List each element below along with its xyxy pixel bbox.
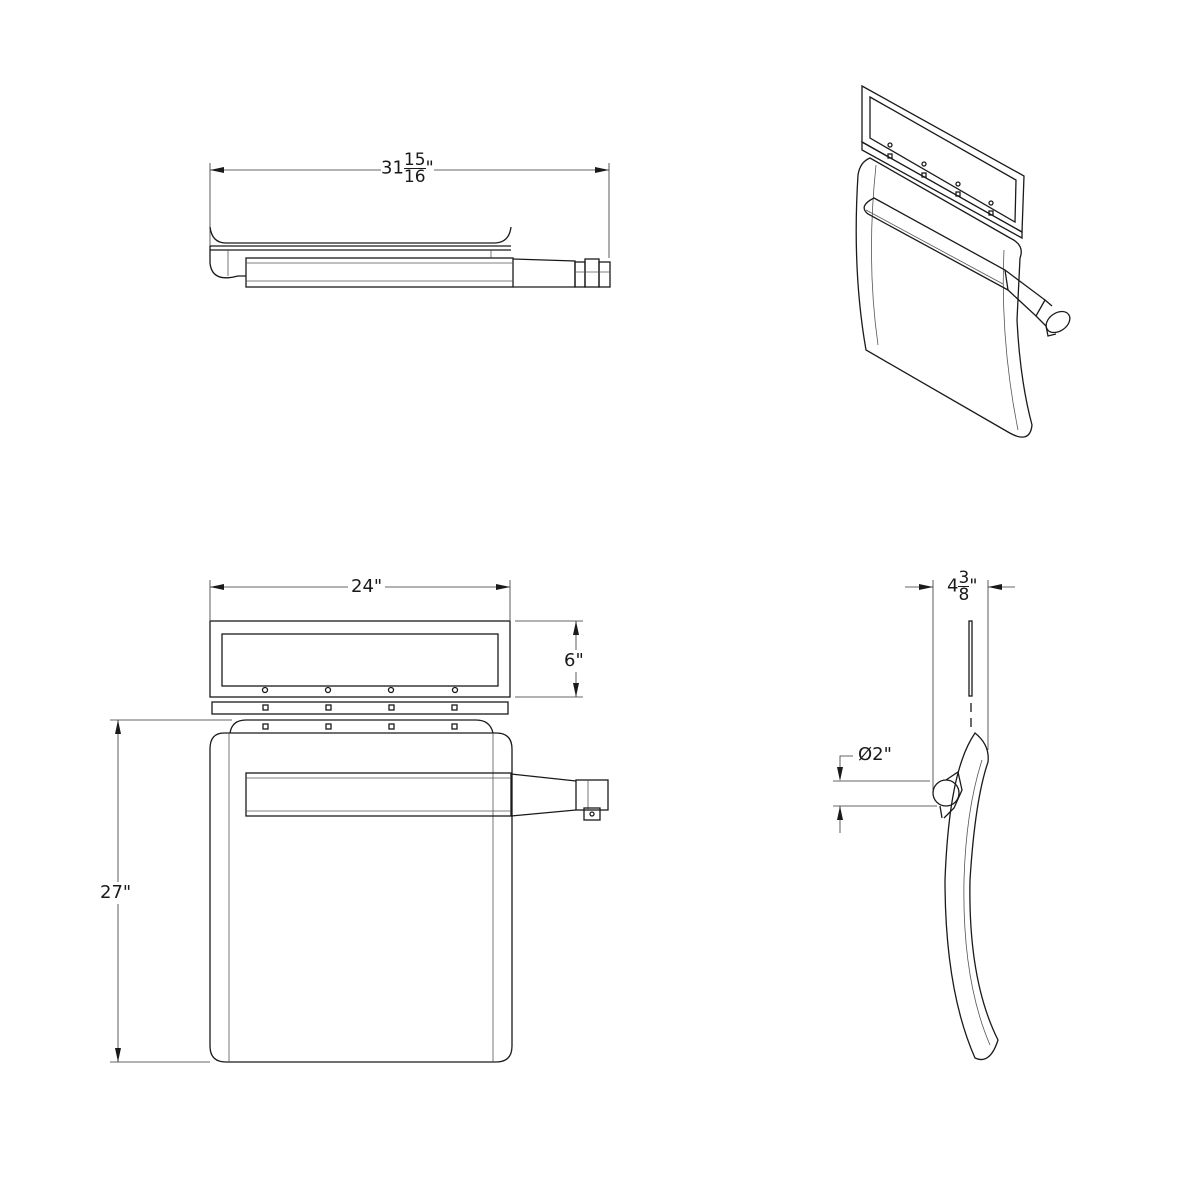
- overall-width-denominator: 16: [403, 167, 426, 187]
- plate-height-label: 6": [564, 650, 584, 672]
- tube-diameter-label: Ø2": [858, 744, 892, 765]
- overall-width-numerator: 15: [403, 150, 426, 170]
- depth-whole: 4: [947, 575, 959, 597]
- depth-numerator: 3: [958, 568, 970, 588]
- front-width-label: 24": [348, 578, 386, 596]
- front-view: [110, 580, 609, 1063]
- depth-denominator: 8: [958, 585, 970, 605]
- top-view: [209, 163, 611, 288]
- overall-width-unit: ": [425, 157, 434, 179]
- depth-unit: ": [969, 575, 978, 597]
- overall-width-whole: 31: [381, 157, 404, 179]
- seat-height-label: 27": [100, 882, 132, 904]
- isometric-view: [855, 84, 1071, 438]
- side-view: [833, 580, 1015, 1061]
